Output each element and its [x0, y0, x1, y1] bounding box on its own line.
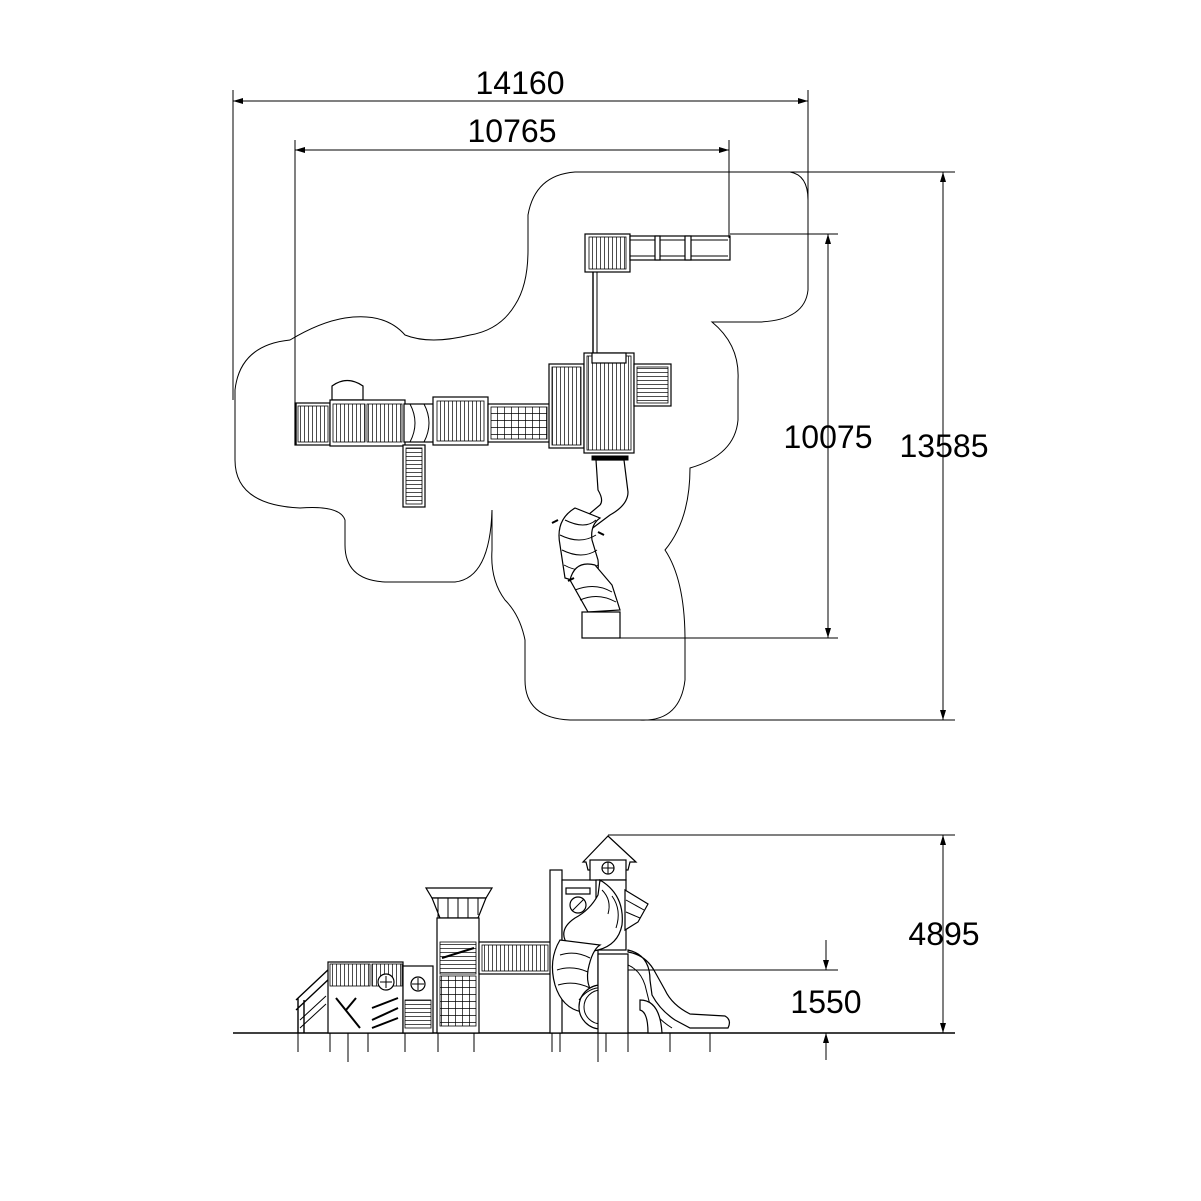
dim-overall-width: 14160 — [232, 65, 809, 400]
label-overall-depth: 13585 — [900, 428, 989, 464]
plan-view: 14160 10765 10075 13585 — [232, 65, 989, 721]
safety-zone-outline — [234, 171, 809, 721]
elev-middle-tower — [424, 887, 494, 1034]
middle-tower — [402, 396, 489, 508]
elevation-view: 4895 1550 — [233, 834, 980, 1062]
label-structure-depth: 10075 — [784, 419, 873, 455]
label-overall-height: 4895 — [908, 916, 979, 952]
dim-platform-height: 1550 — [628, 940, 862, 1060]
elev-right-slide — [597, 949, 731, 1034]
dim-structure-width: 10765 — [294, 113, 730, 404]
label-structure-width: 10765 — [468, 113, 557, 149]
elev-tube-slide — [551, 879, 624, 1030]
label-overall-width: 14160 — [476, 65, 565, 101]
net-bridge — [487, 403, 551, 443]
left-hut — [329, 379, 406, 447]
upper-tower — [584, 233, 731, 273]
elev-bridge — [478, 941, 552, 975]
tube-slide — [551, 455, 629, 639]
elev-left-hut — [327, 961, 434, 1034]
dim-structure-depth: 10075 — [620, 233, 873, 639]
left-entry — [294, 402, 331, 446]
label-platform-height: 1550 — [790, 984, 861, 1020]
dim-overall-height: 4895 — [608, 834, 980, 1033]
elev-left-stair — [295, 967, 331, 1033]
dim-overall-depth: 13585 — [640, 171, 989, 721]
main-tower — [548, 352, 672, 454]
